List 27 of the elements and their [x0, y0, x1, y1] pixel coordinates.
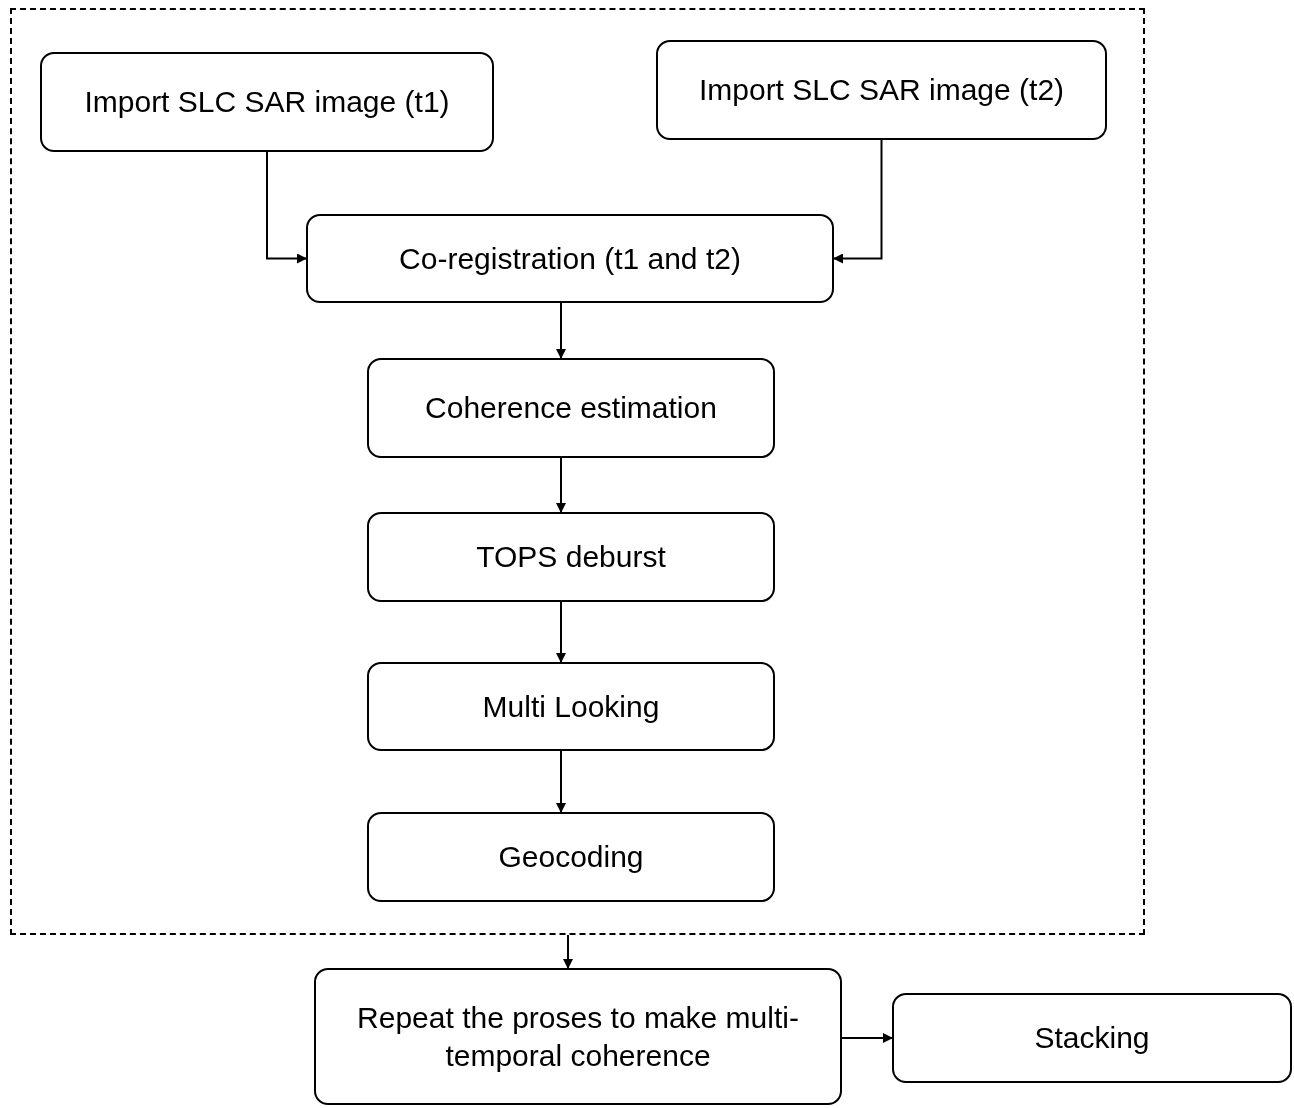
- box-label: Geocoding: [498, 839, 644, 876]
- process-box: [367, 512, 775, 602]
- process-box: [314, 968, 842, 1105]
- process-box: [367, 812, 775, 902]
- arrow: [556, 457, 566, 513]
- process-box: [306, 214, 834, 303]
- box-label: TOPS deburst: [476, 539, 666, 576]
- process-box: [40, 52, 494, 152]
- arrow: [556, 750, 566, 813]
- arrow: [833, 139, 883, 264]
- arrow: [556, 302, 566, 359]
- box-label: Multi Looking: [482, 688, 660, 725]
- box-label: Co-registration (t1 and t2): [399, 240, 741, 277]
- process-box: [367, 662, 775, 751]
- box-label: Import SLC SAR image (t2): [698, 72, 1065, 109]
- process-box: [892, 993, 1292, 1083]
- arrow: [841, 1033, 893, 1043]
- box-label: Stacking: [1034, 1020, 1150, 1057]
- process-box: [367, 358, 775, 458]
- box-label: Coherence estimation: [425, 390, 717, 427]
- arrow: [563, 934, 573, 969]
- arrow: [556, 601, 566, 663]
- box-label: Import SLC SAR image (t1): [84, 84, 450, 121]
- arrow: [266, 151, 307, 264]
- process-box: [656, 40, 1107, 140]
- dashed-group-box: [10, 8, 1145, 935]
- box-label: Repeat the proses to make multi-temporal coherence: [356, 1000, 800, 1074]
